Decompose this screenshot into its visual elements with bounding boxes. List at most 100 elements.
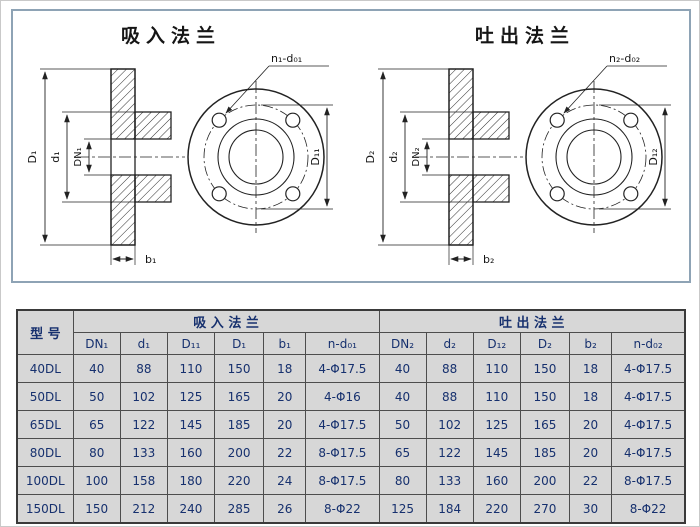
model-cell: 80DL [16, 438, 74, 467]
value-cell: 125 [472, 410, 521, 439]
value-cell: 80 [72, 438, 121, 467]
value-cell: 100 [72, 466, 121, 495]
dim-label-DN2: DN₂ [411, 147, 422, 166]
value-cell: 165 [214, 382, 265, 411]
value-cell: 4-Φ17.5 [611, 382, 686, 411]
value-cell: 4-Φ16 [305, 382, 380, 411]
col-header-D1: D₁ [214, 332, 265, 355]
col-header-b2: b₂ [569, 332, 613, 355]
value-cell: 18 [263, 354, 307, 383]
value-cell: 285 [214, 494, 265, 524]
value-cell: 102 [119, 382, 168, 411]
model-cell: 40DL [16, 354, 74, 383]
value-cell: 4-Φ17.5 [305, 410, 380, 439]
value-cell: 125 [378, 494, 427, 524]
col-header-nd02: n-d₀₂ [611, 332, 686, 355]
value-cell: 65 [72, 410, 121, 439]
dim-label-DN1: DN₁ [73, 147, 84, 166]
value-cell: 220 [472, 494, 521, 524]
value-cell: 30 [569, 494, 613, 524]
value-cell: 40 [378, 382, 427, 411]
suction-flange-drawing: D₁ d₁ DN₁ b₁ [26, 52, 333, 266]
value-cell: 18 [569, 354, 613, 383]
value-cell: 20 [569, 410, 613, 439]
value-cell: 160 [166, 438, 216, 467]
value-cell: 40 [72, 354, 121, 383]
col-header-D12: D₁₂ [472, 332, 521, 355]
value-cell: 110 [472, 354, 521, 383]
col-header-b1: b₁ [263, 332, 307, 355]
value-cell: 40 [378, 354, 427, 383]
col-header-nd01: n-d₀₁ [305, 332, 380, 355]
discharge-group-header: 吐 出 法 兰 [378, 309, 686, 333]
discharge-flange-title: 吐出法兰 [474, 25, 575, 47]
dim-label-b1: b₁ [145, 253, 156, 266]
value-cell: 4-Φ17.5 [611, 438, 686, 467]
dim-label-b2: b₂ [483, 253, 494, 266]
value-cell: 240 [166, 494, 216, 524]
value-cell: 122 [425, 438, 474, 467]
value-cell: 165 [519, 410, 571, 439]
bolt-count-label: n₂-d₀₂ [609, 52, 640, 65]
dim-label-d2: d₂ [387, 151, 400, 162]
bolt-count-label: n₁-d₀₁ [271, 52, 302, 65]
front-view: n₁-d₀₁ D₁₁ [187, 52, 333, 233]
discharge-flange-drawing: D₂ d₂ DN₂ b₂ [364, 52, 671, 266]
value-cell: 80 [378, 466, 427, 495]
col-header-d1: d₁ [119, 332, 168, 355]
value-cell: 8-Φ17.5 [305, 466, 380, 495]
value-cell: 110 [472, 382, 521, 411]
value-cell: 20 [263, 382, 307, 411]
value-cell: 4-Φ17.5 [611, 410, 686, 439]
dim-label-D2: D₂ [364, 151, 377, 164]
value-cell: 150 [519, 354, 571, 383]
value-cell: 185 [519, 438, 571, 467]
value-cell: 24 [263, 466, 307, 495]
value-cell: 50 [72, 382, 121, 411]
value-cell: 22 [263, 438, 307, 467]
value-cell: 102 [425, 410, 474, 439]
spec-table: 型 号 吸 入 法 兰 吐 出 法 兰 DN₁ d₁ D₁₁ D₁ b₁ n-d… [16, 309, 686, 524]
value-cell: 50 [378, 410, 427, 439]
value-cell: 133 [425, 466, 474, 495]
value-cell: 65 [378, 438, 427, 467]
value-cell: 8-Φ17.5 [611, 466, 686, 495]
value-cell: 8-Φ22 [305, 494, 380, 524]
value-cell: 133 [119, 438, 168, 467]
value-cell: 184 [425, 494, 474, 524]
value-cell: 122 [119, 410, 168, 439]
value-cell: 185 [214, 410, 265, 439]
col-header-d2: d₂ [425, 332, 474, 355]
value-cell: 270 [519, 494, 571, 524]
value-cell: 158 [119, 466, 168, 495]
dim-label-D11: D₁₁ [309, 148, 322, 165]
value-cell: 26 [263, 494, 307, 524]
dim-label-D1: D₁ [26, 151, 39, 164]
cross-section: D₁ d₁ DN₁ b₁ [26, 68, 185, 266]
value-cell: 4-Φ17.5 [305, 354, 380, 383]
value-cell: 125 [166, 382, 216, 411]
value-cell: 88 [425, 382, 474, 411]
value-cell: 145 [472, 438, 521, 467]
dim-label-d1: d₁ [49, 151, 62, 162]
model-column-header: 型 号 [16, 309, 74, 355]
value-cell: 20 [569, 438, 613, 467]
model-cell: 65DL [16, 410, 74, 439]
value-cell: 8-Φ22 [611, 494, 686, 524]
model-cell: 50DL [16, 382, 74, 411]
value-cell: 18 [569, 382, 613, 411]
col-header-D11: D₁₁ [166, 332, 216, 355]
value-cell: 220 [214, 466, 265, 495]
model-cell: 150DL [16, 494, 74, 524]
value-cell: 88 [119, 354, 168, 383]
cross-section: D₂ d₂ DN₂ b₂ [364, 68, 523, 266]
value-cell: 88 [425, 354, 474, 383]
dim-label-D12: D₁₂ [647, 148, 660, 165]
value-cell: 4-Φ17.5 [611, 354, 686, 383]
value-cell: 150 [214, 354, 265, 383]
